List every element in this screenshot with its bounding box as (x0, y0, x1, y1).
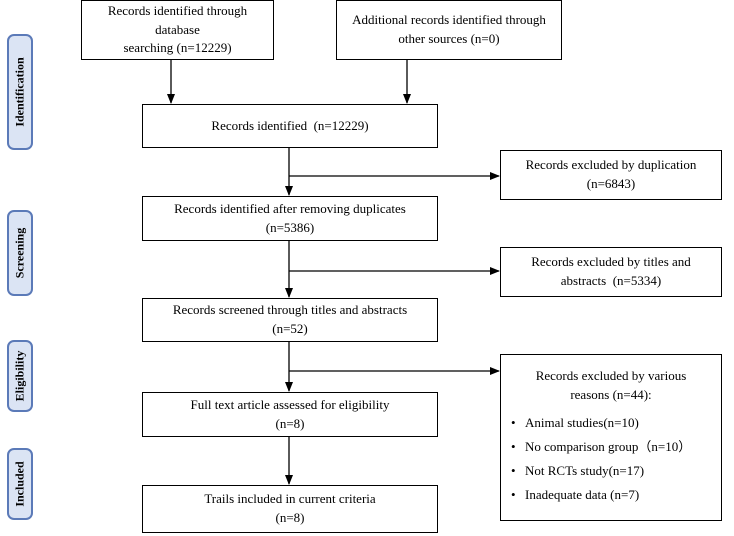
box-excluded-various: Records excluded by various reasons (n=4… (500, 354, 722, 521)
phase-screening: Screening (7, 210, 33, 296)
box-database-search: Records identified through database sear… (81, 0, 274, 60)
phase-included: Included (7, 448, 33, 520)
box-screened: Records screened through titles and abst… (142, 298, 438, 342)
box-excluded-duplication: Records excluded by duplication (n=6843) (500, 150, 722, 200)
box-fulltext: Full text article assessed for eligibili… (142, 392, 438, 437)
list-item: Not RCTs study(n=17) (509, 459, 713, 483)
box-records-identified: Records identified (n=12229) (142, 104, 438, 148)
list-item: No comparison group（n=10） (509, 435, 713, 459)
box-included: Trails included in current criteria (n=8… (142, 485, 438, 533)
excluded-various-heading-2: reasons (n=44): (570, 386, 652, 402)
box-other-sources: Additional records identified through ot… (336, 0, 562, 60)
phase-identification: Identification (7, 34, 33, 150)
excluded-various-heading-1: Records excluded by various (535, 368, 687, 383)
phase-eligibility: Eligibility (7, 340, 33, 412)
box-excluded-titles: Records excluded by titles and abstracts… (500, 247, 722, 297)
excluded-reasons-list: Animal studies(n=10) No comparison group… (509, 411, 713, 507)
list-item: Animal studies(n=10) (509, 411, 713, 435)
list-item: Inadequate data (n=7) (509, 483, 713, 507)
box-after-duplicates: Records identified after removing duplic… (142, 196, 438, 241)
